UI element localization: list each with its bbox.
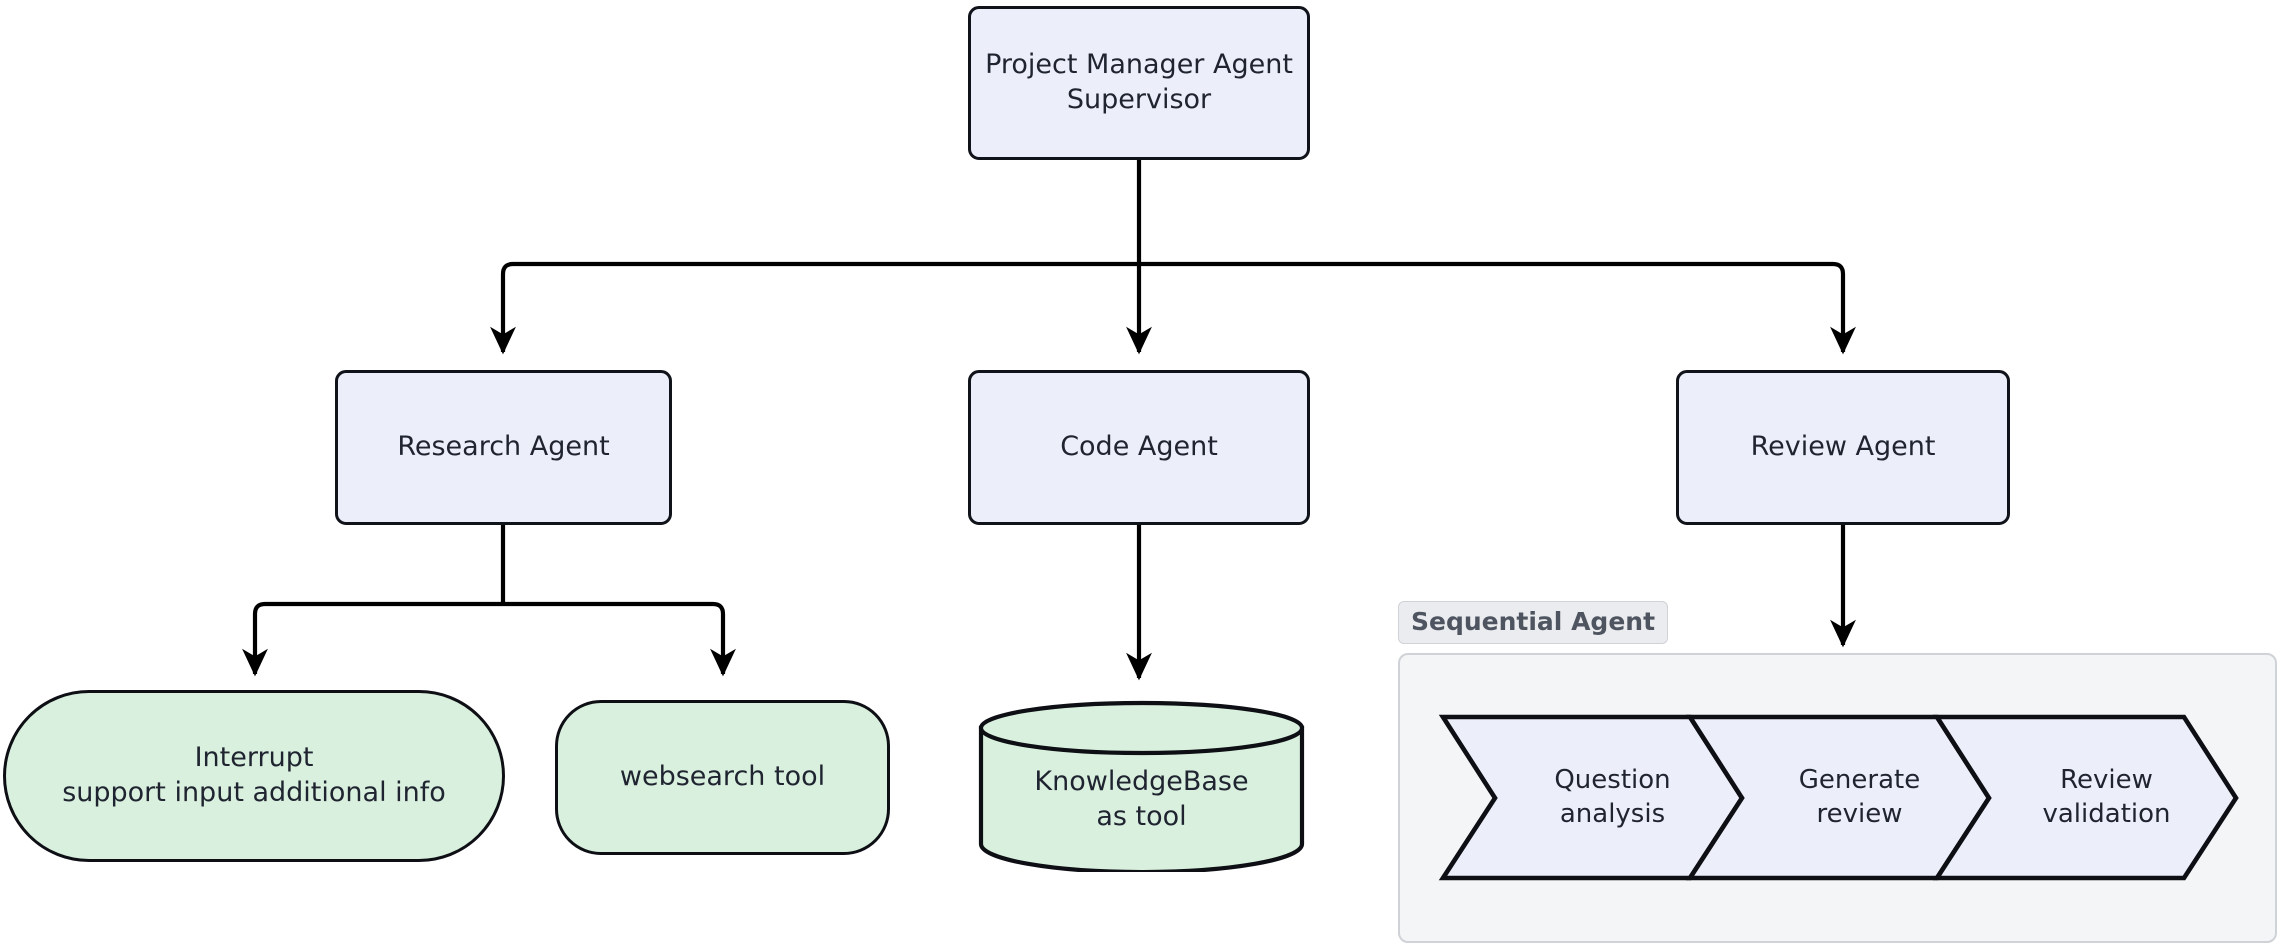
- subgraph-title-sequential-agent: Sequential Agent: [1398, 601, 1669, 644]
- node-label-knowledgebase: KnowledgeBase as tool: [1034, 766, 1249, 832]
- cylinder-shape: [978, 700, 1305, 875]
- chevron-review-validation[interactable]: [1932, 714, 2239, 881]
- node-code-agent[interactable]: Code Agent: [968, 370, 1310, 525]
- node-label-websearch-tool: websearch tool: [619, 761, 826, 793]
- node-supervisor[interactable]: Project Manager Agent Supervisor: [968, 6, 1310, 160]
- node-label-code-agent: Code Agent: [1060, 431, 1218, 463]
- chevron-question-analysis[interactable]: [1438, 714, 1745, 881]
- node-knowledgebase[interactable]: KnowledgeBase as tool: [978, 700, 1305, 875]
- node-review-agent[interactable]: Review Agent: [1676, 370, 2010, 525]
- node-websearch-tool[interactable]: websearch tool: [555, 700, 890, 855]
- node-label-supervisor: Project Manager Agent Supervisor: [985, 49, 1293, 115]
- edge-research-to-websearch: [503, 601, 736, 677]
- node-label-research-agent: Research Agent: [397, 431, 610, 463]
- node-label-interrupt: Interrupt support input additional info: [62, 742, 446, 808]
- edge-supervisor-to-review-agent: [1139, 261, 1856, 355]
- node-interrupt[interactable]: Interrupt support input additional info: [3, 690, 505, 862]
- node-label-review-agent: Review Agent: [1750, 431, 1936, 463]
- node-research-agent[interactable]: Research Agent: [335, 370, 672, 525]
- edge-supervisor-to-research-agent: [490, 261, 1139, 355]
- edge-research-to-interrupt: [242, 601, 503, 677]
